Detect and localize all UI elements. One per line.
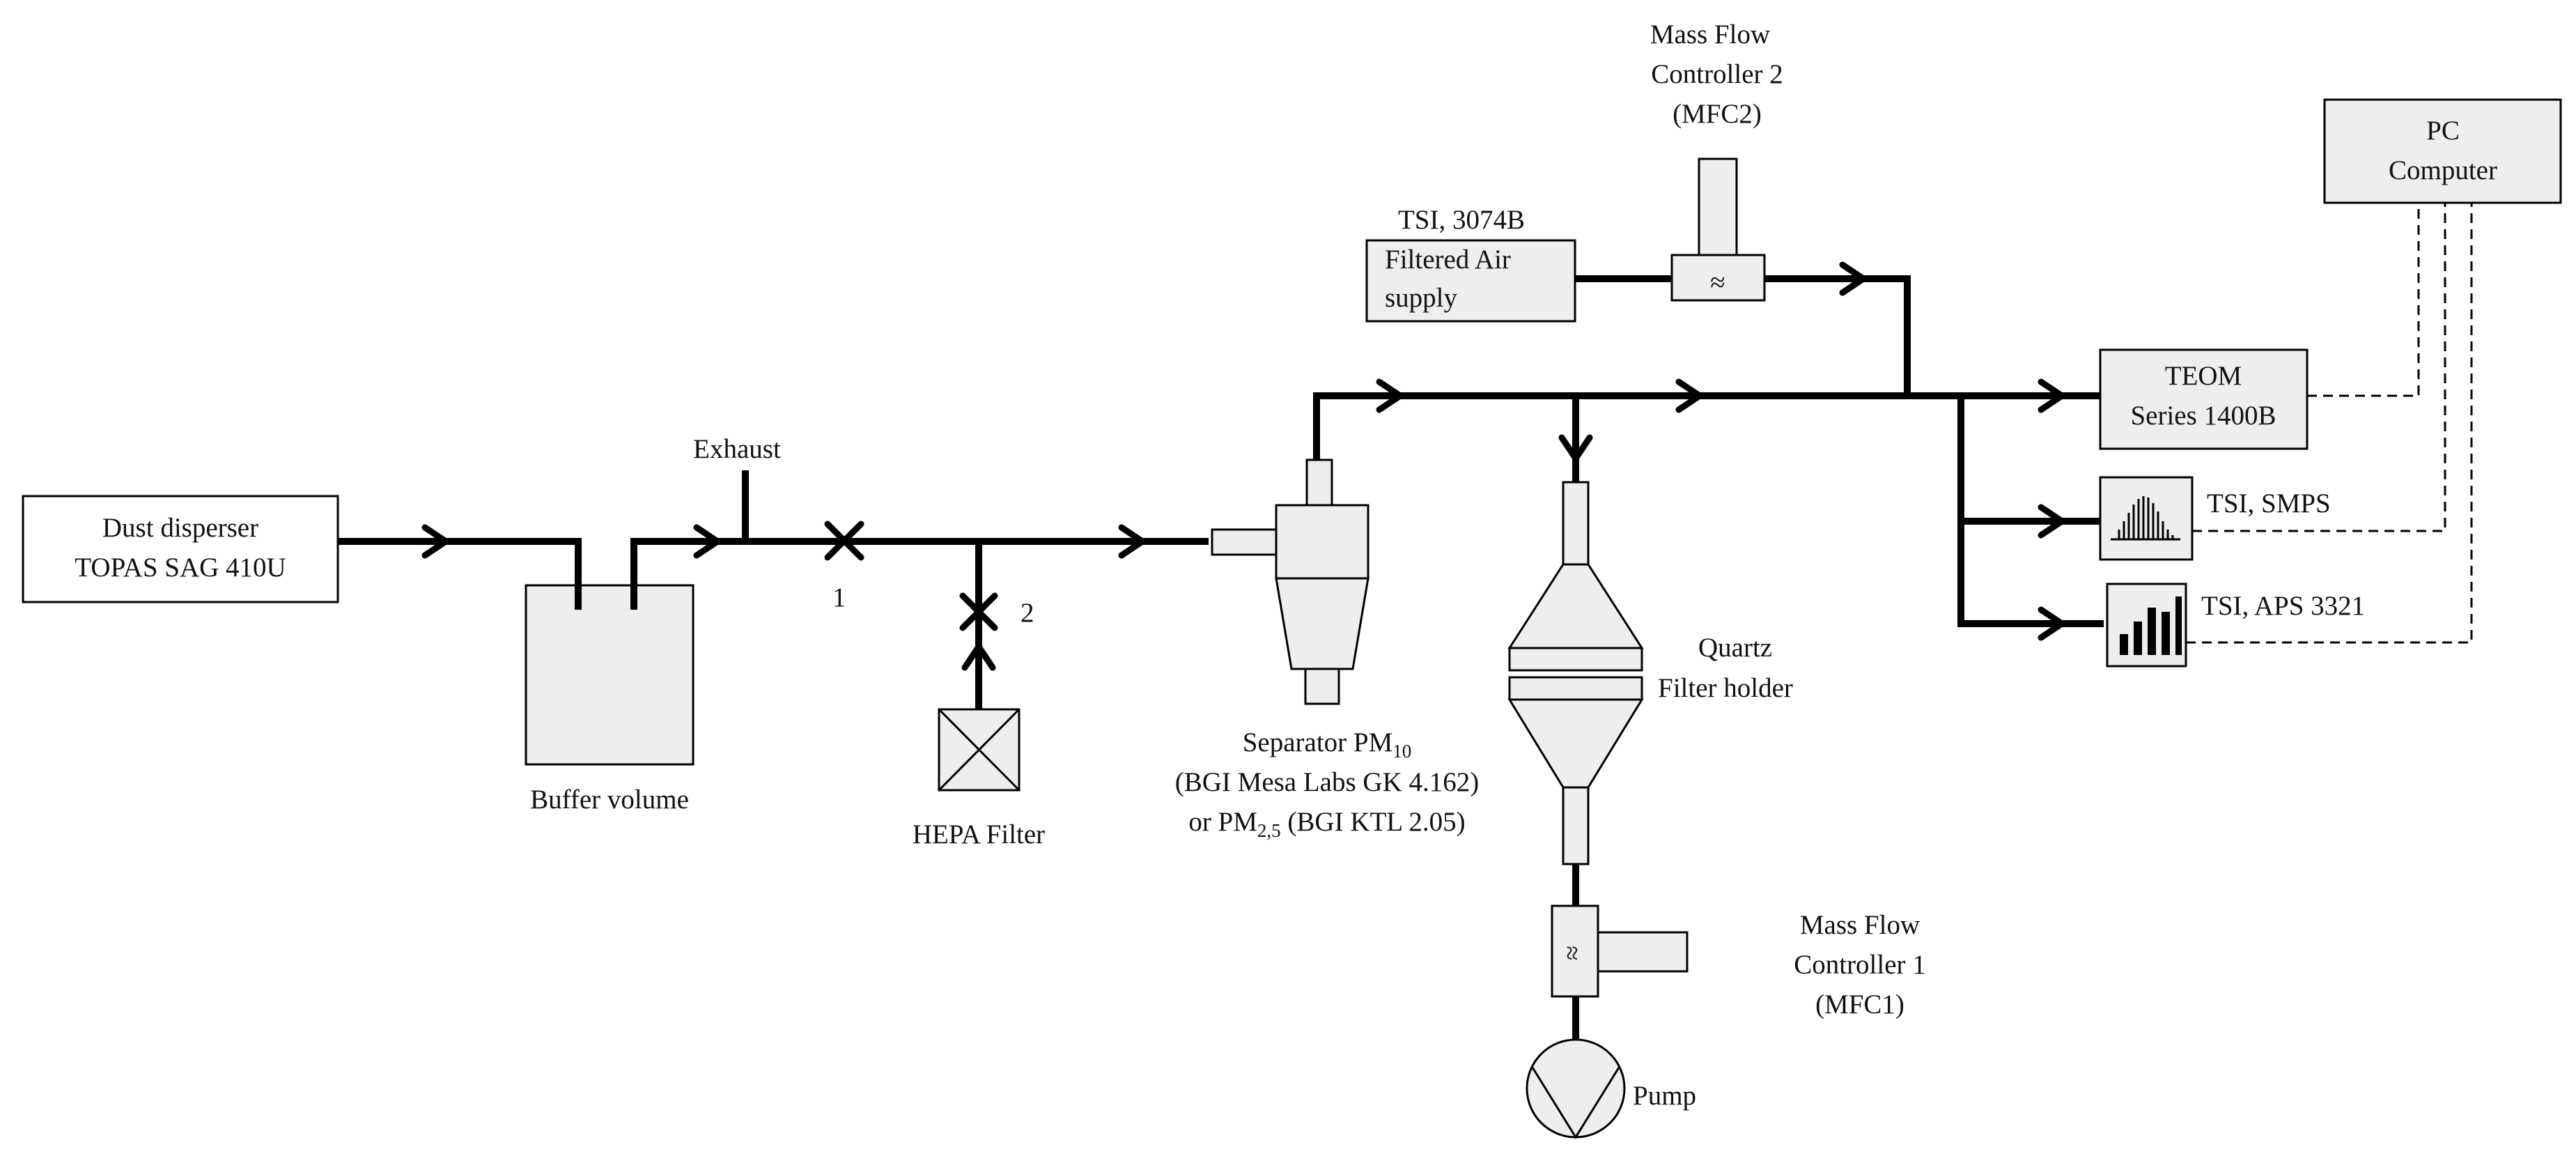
smps-label: TSI, SMPS [2207, 488, 2331, 518]
mfc2-line2: Controller 2 [1651, 59, 1783, 89]
dust-disperser: Dust disperser TOPAS SAG 410U [22, 495, 339, 603]
valve-1: 1 [824, 521, 864, 612]
buffer-volume-label: Buffer volume [530, 785, 689, 815]
arrow-right-icon [2038, 606, 2065, 641]
dust-disperser-line2: TOPAS SAG 410U [75, 553, 286, 583]
aps-instrument: TSI, APS 3321 [2106, 583, 2365, 668]
air-supply-line1: Filtered Air [1385, 245, 1511, 275]
pc-computer: PC Computer [2323, 98, 2562, 204]
pc-line1: PC [2426, 116, 2460, 146]
pump: Pump [1526, 1038, 1696, 1139]
dust-disperser-line1: Dust disperser [102, 513, 258, 543]
quartz-filter-line1: Quartz [1698, 633, 1772, 663]
arrow-right-icon [2038, 378, 2065, 413]
mfc2-line1: Mass Flow [1650, 20, 1770, 49]
arrow-right-icon [1376, 378, 1404, 413]
arrow-right-icon [1675, 378, 1703, 413]
mass-flow-controller-1: ≈ Mass Flow Controller 1 (MFC1) [1551, 904, 1926, 1019]
separator-line3: or PM2,5 (BGI KTL 2.05) [1188, 807, 1465, 841]
mfc2-symbol: ≈ [1710, 268, 1725, 298]
separator-line3-subscript: 2,5 [1257, 820, 1281, 841]
mass-flow-controller-2: ≈ Mass Flow Controller 2 (MFC2) [1650, 20, 1783, 302]
filter-cross-icon [938, 708, 1021, 792]
buffer-volume: Buffer volume [525, 568, 695, 815]
mfc1-line2: Controller 1 [1794, 950, 1926, 980]
arrow-right-icon [2038, 504, 2065, 539]
pc-line2: Computer [2389, 155, 2497, 185]
arrow-down-icon [1558, 434, 1593, 462]
data-connections [2186, 203, 2473, 644]
mfc1-line3: (MFC1) [1815, 989, 1904, 1019]
separator-line1-text: Separator PM [1243, 727, 1393, 757]
arrow-up-icon [961, 643, 996, 671]
quartz-filter-holder: Quartz Filter holder [1507, 481, 1793, 865]
valve-2-label: 2 [1021, 598, 1034, 628]
separator-cyclone [1211, 458, 1370, 705]
exhaust-label: Exhaust [693, 434, 781, 464]
separator-line2: (BGI Mesa Labs GK 4.162) [1175, 767, 1480, 797]
flow-arrows [421, 261, 2065, 671]
aps-bars-icon [2120, 596, 2182, 655]
smps-spectrum-icon [2111, 496, 2180, 541]
valve-x-icon [824, 521, 864, 561]
mfc1-symbol: ≈ [1557, 946, 1587, 960]
separator-line3-prefix: or PM [1188, 807, 1257, 837]
separator-line3-suffix: (BGI KTL 2.05) [1281, 807, 1466, 837]
aps-label: TSI, APS 3321 [2201, 591, 2365, 621]
hepa-filter-label: HEPA Filter [913, 819, 1045, 849]
teom-line2: Series 1400B [2130, 401, 2276, 431]
teom-instrument: TEOM Series 1400B [2099, 348, 2309, 450]
arrow-right-icon [1839, 261, 1867, 296]
mfc2-line3: (MFC2) [1673, 99, 1762, 129]
hepa-filter: HEPA Filter [913, 708, 1045, 849]
valve-2: 2 [959, 592, 1034, 631]
teom-line1: TEOM [2165, 361, 2242, 391]
arrow-right-icon [421, 524, 449, 559]
smps-instrument: TSI, SMPS [2099, 476, 2331, 561]
separator-label: Separator PM10 (BGI Mesa Labs GK 4.162) … [1175, 727, 1480, 841]
valve-1-label: 1 [832, 583, 846, 612]
mfc1-line1: Mass Flow [1800, 910, 1920, 940]
separator-line1-subscript: 10 [1392, 741, 1411, 762]
pump-icon [1526, 1038, 1626, 1139]
arrow-right-icon [1118, 524, 1146, 559]
pump-label: Pump [1633, 1081, 1696, 1111]
separator-line1: Separator PM10 [1243, 727, 1412, 762]
quartz-filter-line2: Filter holder [1658, 673, 1793, 703]
air-supply-line2: supply [1385, 283, 1458, 313]
valve-x-icon [959, 592, 998, 631]
filtered-air-supply: TSI, 3074B Filtered Air supply [1365, 205, 1576, 323]
arrow-right-icon [693, 524, 721, 559]
air-supply-title: TSI, 3074B [1398, 205, 1525, 235]
